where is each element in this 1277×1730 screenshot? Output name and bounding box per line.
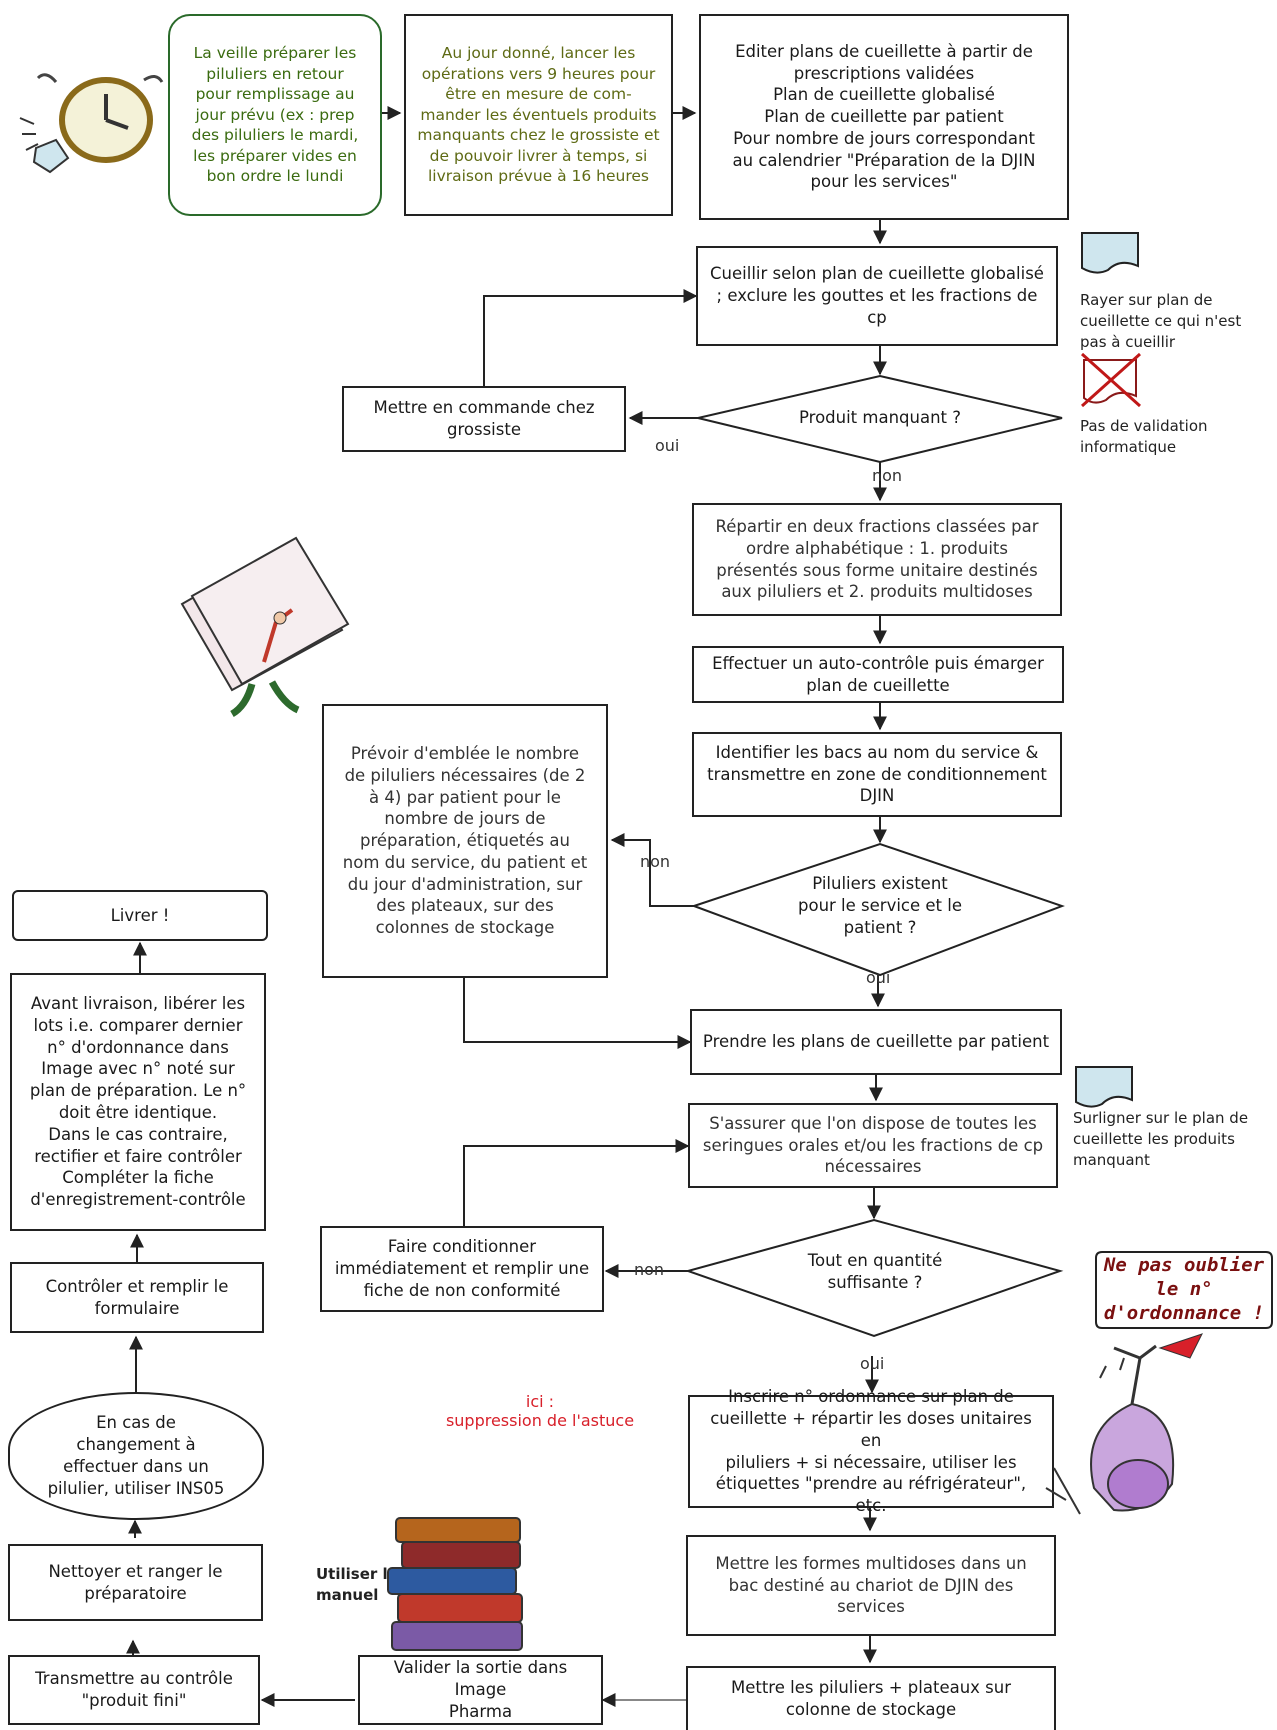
note-ne-pas-oublier: Ne pas oublier le n° d'ordonnance !	[1103, 1254, 1265, 1324]
step-transmettre-controle: Transmettre au contrôle "produit fini"	[8, 1655, 260, 1725]
step-faire-conditionner: Faire conditionner immédiatement et remp…	[320, 1226, 604, 1312]
note-rayer: Rayer sur plan de cueillette ce qui n'es…	[1080, 291, 1242, 351]
note-suppression-astuce: ici : suppression de l'astuce	[445, 1392, 635, 1430]
decision-produit-manquant-shape	[697, 374, 1063, 464]
step-nettoyer: Nettoyer et ranger le préparatoire	[8, 1544, 263, 1621]
crossed-document-icon	[1080, 352, 1142, 408]
document-icon	[1081, 232, 1139, 274]
note-surligner: Surligner sur le plan de cueillette les …	[1073, 1109, 1249, 1169]
step-livrer: Livrer !	[12, 890, 268, 941]
step-commande-grossiste: Mettre en commande chez grossiste	[342, 386, 626, 452]
step-cueillir: Cueillir selon plan de cueillette global…	[696, 246, 1058, 346]
step-prendre-plans: Prendre les plans de cueillette par pati…	[690, 1009, 1062, 1075]
step-mettre-piluliers: Mettre les piluliers + plateaux sur colo…	[686, 1666, 1056, 1730]
character-with-sign-icon	[1045, 1333, 1203, 1515]
decision-piluliers-shape	[690, 842, 1065, 977]
book-stack-icon	[387, 1517, 523, 1651]
step-prep-veille: La veille préparer les piluliers en reto…	[168, 14, 382, 216]
alarm-clock-icon	[19, 73, 164, 174]
decision-tout-en-quantite: Tout en quantité suffisante ?	[807, 1251, 943, 1292]
step-assurer-seringues: S'assurer que l'on dispose de toutes les…	[688, 1103, 1058, 1188]
decision-quantite-shape	[684, 1218, 1064, 1338]
document-icon	[1075, 1066, 1133, 1108]
step-avant-livraison: Avant livraison, libérer les lots i.e. c…	[10, 973, 266, 1231]
decision-produit-manquant: Produit manquant ?	[798, 408, 962, 428]
label-non: non	[872, 466, 903, 485]
note-pas-validation: Pas de validation informatique	[1080, 417, 1208, 456]
step-controler-formulaire: Contrôler et remplir le formulaire	[10, 1262, 264, 1333]
label-oui: oui	[866, 968, 891, 987]
label-oui: oui	[860, 1354, 885, 1373]
speech-bubble-shape	[1095, 1251, 1273, 1329]
step-editer-plans: Editer plans de cueillette à partir de p…	[699, 14, 1069, 220]
label-non: non	[640, 852, 671, 871]
step-autocontrole: Effectuer un auto-contrôle puis émarger …	[692, 646, 1064, 703]
step-inscrire-ordonnance: Inscrire n° ordonnance sur plan de cueil…	[688, 1387, 1054, 1515]
step-identifier-bacs: Identifier les bacs au nom du service & …	[692, 732, 1062, 817]
note-utiliser-manuel: Utiliser le manuel	[316, 1565, 398, 1604]
decision-piluliers-existent: Piluliers existent pour le service et le…	[798, 874, 962, 937]
step-valider-sortie: Valider la sortie dans Image Pharma	[358, 1655, 603, 1725]
step-lancer-operations: Au jour donné, lancer les opérations ver…	[404, 14, 673, 216]
folders-character-icon	[180, 536, 350, 718]
step-multidoses: Mettre les formes multidoses dans un bac…	[686, 1535, 1056, 1636]
step-prevoir-piluliers: Prévoir d'emblée le nombre de piluliers …	[322, 704, 608, 978]
label-non: non	[634, 1260, 665, 1279]
label-oui: oui	[655, 436, 680, 455]
step-changement-ins05: En cas de changement à effectuer dans un…	[8, 1392, 264, 1520]
step-repartir: Répartir en deux fractions classées par …	[692, 503, 1062, 616]
